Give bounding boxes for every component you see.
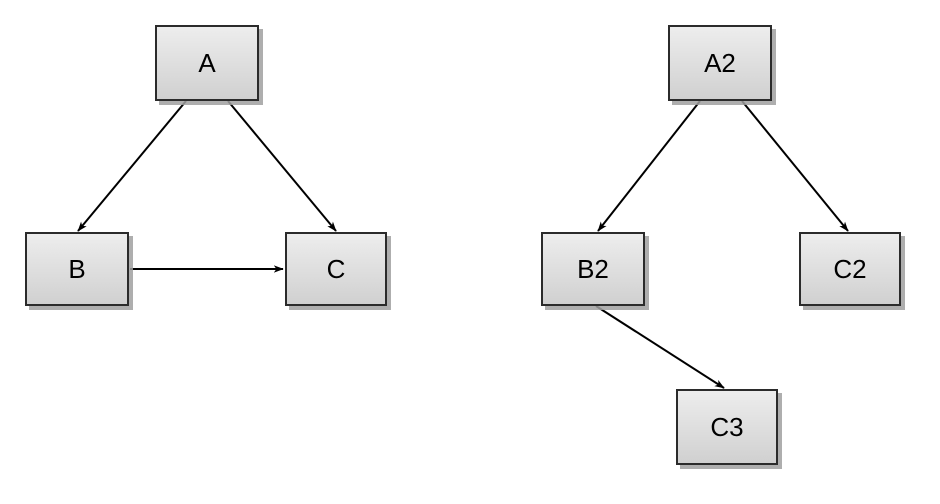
node-a2[interactable]: A2 <box>668 25 772 101</box>
node-label: C3 <box>710 412 744 442</box>
edge-a-to-c <box>227 100 337 232</box>
node-label: A <box>198 48 216 78</box>
node-c2[interactable]: C2 <box>799 232 901 306</box>
node-label: C <box>326 254 346 284</box>
node-label: B2 <box>577 254 609 284</box>
edge-a-to-b <box>77 100 187 232</box>
node-c[interactable]: C <box>285 232 387 306</box>
node-a[interactable]: A <box>155 25 259 101</box>
node-label: A2 <box>704 48 736 78</box>
edge-a2-to-c2 <box>741 100 849 232</box>
node-b[interactable]: B <box>25 232 129 306</box>
edge-b2-to-c3 <box>595 305 725 389</box>
edge-a2-to-b2 <box>597 100 701 232</box>
node-c3[interactable]: C3 <box>676 389 778 465</box>
node-b2[interactable]: B2 <box>541 232 645 306</box>
node-label: C2 <box>833 254 867 284</box>
node-label: B <box>68 254 86 284</box>
